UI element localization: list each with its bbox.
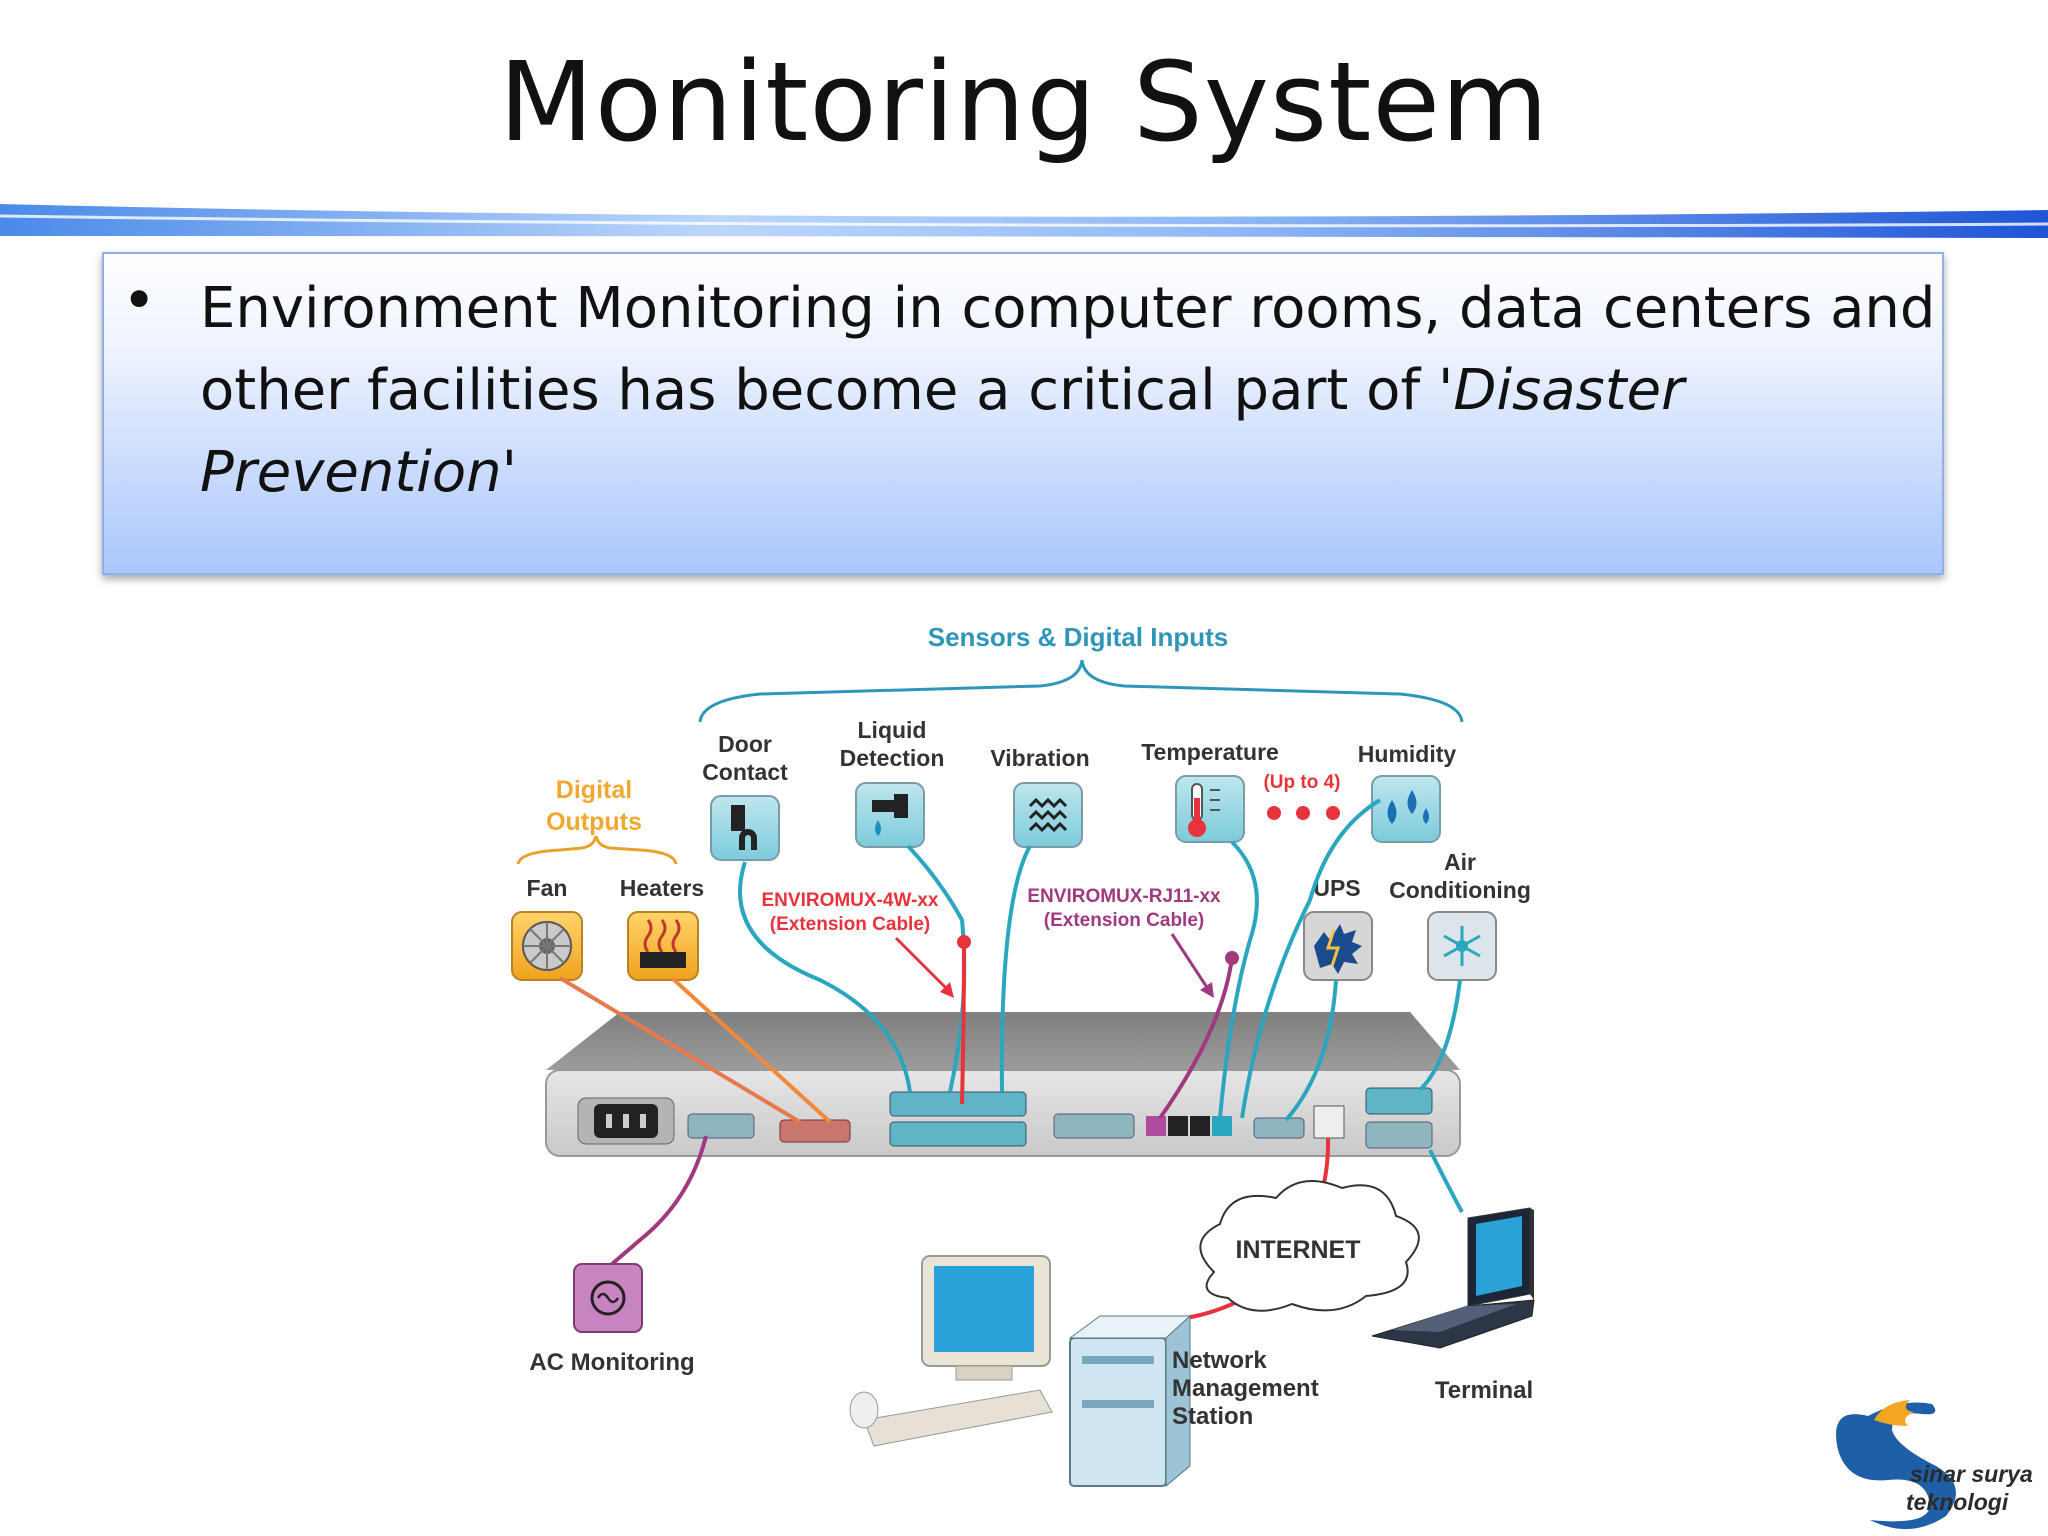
- air-conditioning-icon: [1427, 911, 1497, 981]
- door-contact-label-2: Contact: [702, 759, 788, 785]
- heaters-cable: [670, 976, 832, 1124]
- door-contact-icon: [710, 795, 780, 861]
- header-divider: [0, 204, 2048, 238]
- logo-line-2: teknologi: [1906, 1489, 2009, 1515]
- nms-computer-icon: [849, 1255, 1192, 1488]
- liquid-detection-label-1: Liquid: [858, 717, 927, 743]
- cable-4w-label: ENVIROMUX-4W-xx: [762, 890, 939, 911]
- ups-label: UPS: [1313, 875, 1360, 901]
- ac-unit-cable: [1418, 979, 1462, 1092]
- temperature-cable: [1218, 840, 1259, 1119]
- bullet-text-italic: 'Disaster Prevention': [200, 358, 1685, 505]
- air-conditioning-label-2: Conditioning: [1389, 877, 1531, 903]
- humidity-icon: [1371, 775, 1441, 843]
- rj11-purple-cable: [1158, 957, 1234, 1120]
- cable-rj11-sub: (Extension Cable): [1044, 910, 1204, 931]
- ac-monitoring-icon: [573, 1263, 643, 1333]
- fan-icon: [511, 911, 583, 981]
- bullet-marker: •: [122, 266, 157, 334]
- cable-4w-sub: (Extension Cable): [770, 914, 930, 935]
- vibration-cable: [999, 845, 1032, 1093]
- enviromux-unit: [545, 1012, 1461, 1157]
- logo-line-1: sinar surya: [1910, 1461, 2033, 1487]
- up-to-label: (Up to 4): [1263, 772, 1340, 793]
- liquid-cable: [906, 844, 967, 1093]
- terminal-cable: [1428, 1149, 1464, 1213]
- ups-icon: [1303, 911, 1373, 981]
- nms-label-1: Network: [1172, 1347, 1267, 1374]
- bullet-text: Environment Monitoring in computer rooms…: [200, 268, 1940, 514]
- ups-cable: [1284, 979, 1338, 1122]
- vibration-icon: [1013, 782, 1083, 848]
- bullet-text-main: Environment Monitoring in computer rooms…: [200, 276, 1936, 423]
- vibration-label: Vibration: [990, 745, 1089, 771]
- terminal-laptop-icon: [1371, 1207, 1535, 1349]
- humidity-cable: [1240, 798, 1382, 1119]
- more-dot-3: [1326, 806, 1340, 820]
- nms-label-2: Management: [1172, 1375, 1319, 1402]
- door-cable: [738, 861, 912, 1093]
- fan-cable: [558, 976, 802, 1124]
- liquid-red-cable: [960, 939, 966, 1105]
- nms-label-3: Station: [1172, 1403, 1253, 1430]
- more-dot-1: [1267, 806, 1281, 820]
- bullet-box: • Environment Monitoring in computer roo…: [102, 252, 1944, 575]
- more-dot-2: [1296, 806, 1310, 820]
- cable-rj11-arrow: [1170, 933, 1212, 993]
- heaters-icon: [627, 911, 699, 981]
- temperature-icon: [1175, 775, 1245, 843]
- cable-rj11-label: ENVIROMUX-RJ11-xx: [1027, 886, 1221, 907]
- liquid-detection-icon: [855, 782, 925, 848]
- terminal-label: Terminal: [1435, 1377, 1533, 1404]
- air-conditioning-label-1: Air: [1444, 849, 1476, 875]
- ac-monitoring-cable: [610, 1135, 708, 1266]
- internet-label: INTERNET: [1236, 1236, 1361, 1264]
- door-contact-label-1: Door: [718, 731, 772, 757]
- internet-cloud: INTERNET: [1199, 1180, 1420, 1312]
- digital-outputs-label-2: Outputs: [546, 808, 642, 836]
- sensors-header: Sensors & Digital Inputs: [928, 622, 1229, 652]
- outputs-bracket: [516, 835, 678, 865]
- sensor-bracket: [698, 659, 1464, 723]
- ac-monitoring-label: AC Monitoring: [529, 1349, 694, 1376]
- liquid-detection-label-2: Detection: [840, 745, 945, 771]
- humidity-label: Humidity: [1358, 741, 1457, 767]
- slide-title: Monitoring System: [498, 38, 1550, 166]
- temperature-label: Temperature: [1141, 739, 1279, 765]
- company-logo: sinar surya teknologi: [1836, 1400, 2033, 1530]
- heaters-label: Heaters: [620, 875, 704, 901]
- cable-4w-arrow: [894, 936, 952, 994]
- digital-outputs-label-1: Digital: [556, 776, 632, 804]
- fan-label: Fan: [527, 875, 568, 901]
